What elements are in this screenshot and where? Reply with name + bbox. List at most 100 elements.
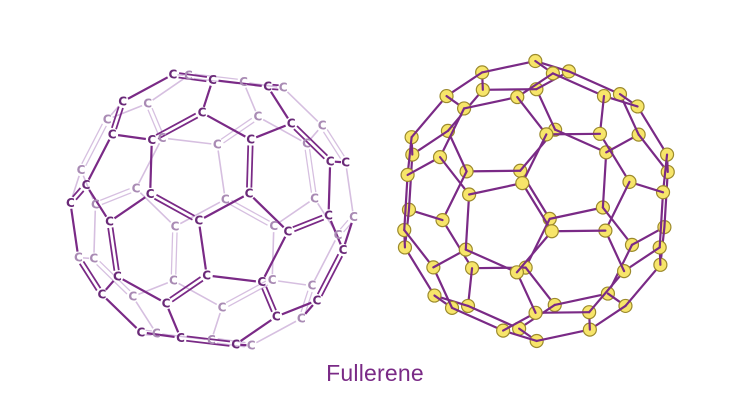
carbon-atom-label: C	[302, 137, 311, 151]
single-bond	[179, 201, 221, 225]
double-bond	[85, 125, 107, 167]
double-bond	[294, 218, 325, 233]
carbon-atom-label: C	[184, 69, 193, 83]
bond-stick	[624, 263, 662, 308]
bond-stick	[521, 133, 548, 185]
bond-stick	[438, 107, 466, 159]
bond-stick	[441, 218, 474, 270]
carbon-atom-label: C	[318, 119, 327, 133]
double-bond	[82, 260, 102, 289]
double-bond	[250, 145, 254, 188]
double-bond	[78, 263, 98, 291]
carbon-atom-label: C	[208, 73, 217, 87]
carbon-atom-label: C	[349, 210, 358, 224]
bond-stick	[464, 248, 518, 274]
double-bond	[81, 123, 103, 165]
carbon-atom-label: C	[239, 75, 248, 89]
bond-stick	[601, 206, 634, 246]
carbon-atom-label: C	[297, 311, 306, 325]
carbon-atom-label: C	[245, 187, 254, 201]
double-bond	[175, 232, 178, 275]
single-bond	[313, 240, 336, 281]
single-bond	[105, 297, 138, 329]
carbon-atom-label: C	[171, 219, 180, 233]
double-bond	[151, 107, 163, 132]
double-bond	[96, 263, 128, 295]
carbon-atom-label: C	[97, 287, 106, 301]
carbon-atom-label: C	[108, 127, 117, 141]
single-bond	[70, 208, 79, 252]
carbon-atom-ball	[544, 224, 559, 239]
double-bond	[111, 106, 120, 129]
single-bond	[203, 195, 245, 219]
double-bond	[186, 339, 230, 347]
carbon-atom-label: C	[312, 293, 321, 307]
bond-stick	[446, 129, 468, 173]
carbon-atom-label: C	[176, 331, 185, 345]
bond-stick	[535, 88, 557, 131]
double-bond	[304, 149, 313, 193]
single-bond	[263, 236, 287, 278]
single-bond	[249, 82, 278, 88]
bond-stick	[438, 156, 471, 196]
double-bond	[157, 116, 199, 140]
double-bond	[99, 260, 131, 292]
double-bond	[170, 232, 174, 275]
single-bond	[122, 278, 162, 302]
double-bond	[225, 280, 267, 304]
single-bond	[252, 196, 285, 229]
carbon-atom-label: C	[268, 273, 277, 287]
bond-stick	[567, 70, 622, 96]
double-bond	[308, 149, 317, 193]
carbon-atom-label: C	[334, 228, 343, 242]
single-bond	[146, 332, 175, 339]
carbon-atom-label: C	[105, 215, 114, 229]
bond-stick	[548, 206, 604, 220]
bond-stick	[534, 311, 591, 314]
single-bond	[152, 78, 184, 101]
single-bond	[304, 304, 314, 315]
figure-caption: Fullerene	[326, 360, 424, 386]
bond-stick	[516, 95, 548, 136]
single-bond	[262, 118, 302, 142]
single-bond	[206, 114, 246, 138]
bond-stick	[601, 151, 608, 209]
single-bond	[104, 280, 115, 291]
double-bond	[194, 73, 238, 80]
bond-stick	[462, 95, 519, 110]
carbon-atom-label: C	[272, 310, 281, 324]
single-bond	[87, 139, 111, 181]
double-bond	[229, 203, 268, 226]
single-bond	[212, 275, 257, 283]
single-bond	[93, 210, 97, 253]
bond-stick	[403, 246, 436, 297]
bond-stick	[441, 170, 468, 222]
double-bond	[186, 335, 231, 343]
bond-stick	[403, 173, 409, 232]
bond-stick	[588, 270, 626, 314]
double-bond	[246, 145, 250, 188]
double-bond	[326, 129, 345, 157]
double-bond	[147, 109, 159, 134]
bond-stick	[403, 228, 435, 269]
bond-stick	[450, 306, 505, 332]
carbon-atom-label: C	[66, 196, 75, 210]
single-bond	[135, 301, 154, 329]
carbon-atom-label: C	[162, 296, 171, 310]
carbon-atom-label: C	[82, 178, 91, 192]
bond-stick	[658, 191, 665, 249]
carbon-atom-label: C	[279, 81, 288, 95]
bond-stick	[407, 153, 414, 211]
single-bond	[88, 189, 108, 218]
double-bond	[300, 290, 309, 313]
double-bond	[231, 199, 270, 222]
carbon-atom-label: C	[91, 198, 100, 212]
bond-stick	[466, 304, 521, 330]
carbon-atom-label: C	[263, 80, 272, 94]
carbon-atom-label: C	[213, 138, 222, 152]
single-bond	[112, 104, 143, 119]
single-bond	[149, 145, 153, 188]
bond-stick	[524, 266, 556, 307]
